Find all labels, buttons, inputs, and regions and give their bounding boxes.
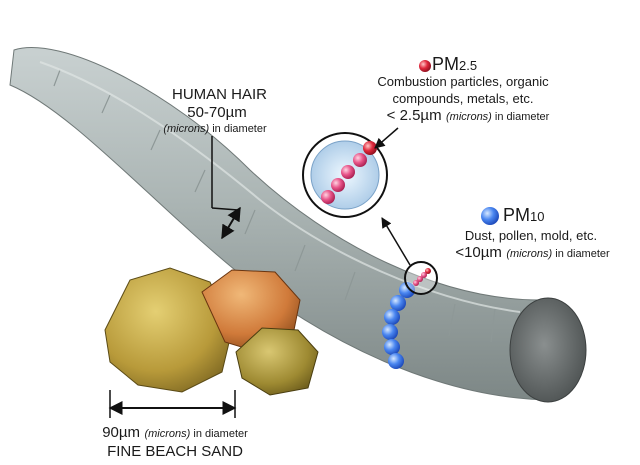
hair-microns-label: (microns) [163, 123, 210, 135]
pm25-in-diameter: in diameter [491, 111, 550, 123]
pm25-size: < 2.5µm (microns) in diameter [358, 107, 578, 125]
hair-diameter-arrow [221, 206, 241, 240]
pm25-description-line1: Combustion particles, organic [377, 74, 549, 89]
sand-size-number: 90 [102, 424, 119, 441]
human-hair-strand [9, 47, 587, 403]
pm25-subscript: 2.5 [459, 58, 478, 73]
pm10-title-text: PM [503, 205, 530, 225]
sand-grain-large [104, 267, 233, 393]
pm25-magnified-view [302, 132, 388, 218]
pm25-microns-label: (microns) [446, 111, 492, 123]
zoom-leader-line [381, 217, 411, 266]
pm10-size-unit: µm [480, 244, 502, 261]
sand-size-unit: µm [118, 424, 141, 441]
sand-grain-small [235, 327, 319, 396]
pm25-location-ring [404, 261, 438, 295]
pm10-in-diameter: in diameter [552, 248, 610, 260]
pm25-description-line2: compounds, metals, etc. [392, 91, 534, 106]
hair-end-section [509, 297, 587, 403]
pm25-leader-line [374, 127, 399, 149]
sand-microns-label: (microns) [144, 428, 191, 440]
hair-title: HUMAN HAIR [172, 86, 268, 103]
hair-in-diameter: in diameter [209, 123, 267, 135]
pm25-size-prefix: < 2.5 [386, 107, 421, 124]
pm10-legend-dot [481, 207, 499, 225]
sand-in-diameter: in diameter [190, 428, 248, 440]
hair-diameter-note: (microns) in diameter [140, 123, 290, 135]
pm10-title: PM10 [503, 205, 544, 226]
pm10-size: <10µm (microns) in diameter [430, 244, 635, 262]
pm25-legend-dot [419, 60, 431, 72]
sand-size: 90µm (microns) in diameter [70, 424, 280, 442]
pm10-particle-chain [382, 282, 415, 369]
pm25-title-text: PM [432, 54, 459, 74]
pm25-title: PM2.5 [432, 54, 477, 75]
sand-title: FINE BEACH SAND [107, 443, 243, 460]
pm10-subscript: 10 [530, 209, 545, 224]
hair-size-unit: µm [225, 104, 247, 121]
pm10-description-line1: Dust, pollen, mold, etc. [464, 228, 598, 243]
hair-size-number: 50-70 [187, 104, 226, 121]
pm10-size-prefix: <10 [455, 244, 481, 261]
hair-size: 50-70µm [172, 104, 262, 121]
pm25-size-unit: µm [420, 107, 442, 124]
sand-grains [104, 267, 319, 396]
pm10-microns-label: (microns) [506, 248, 553, 260]
